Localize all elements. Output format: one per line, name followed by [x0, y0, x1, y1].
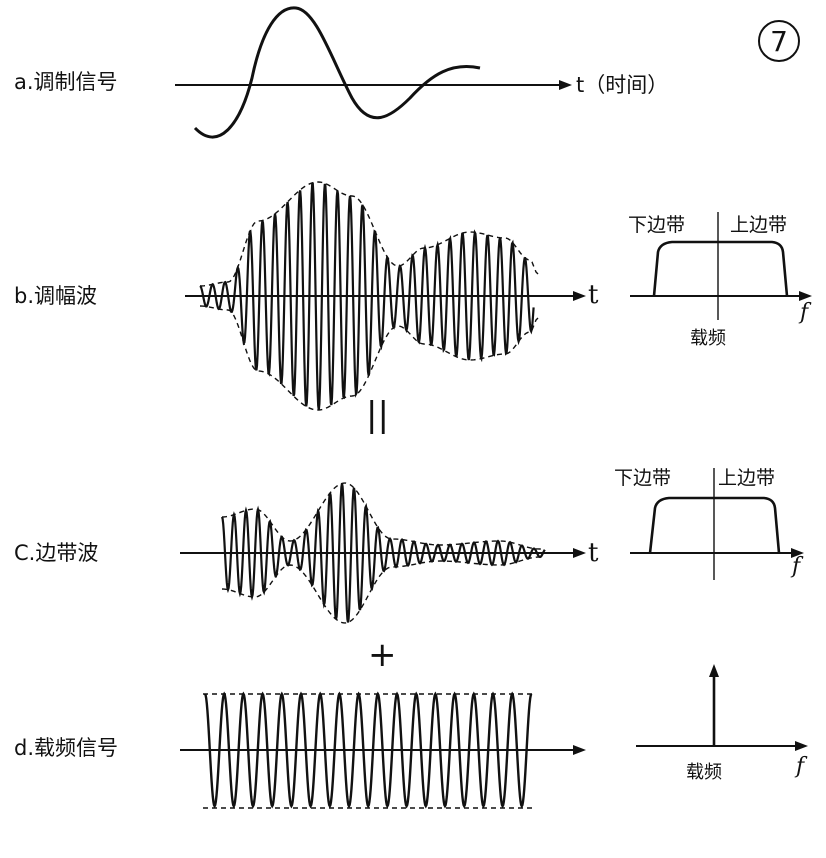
modulating-signal-curve	[193, 6, 481, 139]
row-c-time-axis-arrow	[573, 548, 586, 558]
row-c-label: C.边带波	[14, 541, 99, 565]
spectrum-c-lower-band-label: 下边带	[614, 467, 672, 489]
sideband-wave-upper-envelope	[221, 482, 544, 550]
spectrum-c-frequency-axis-label: f	[792, 554, 801, 579]
spectrum-c-sidebands	[648, 496, 781, 554]
row-d-time-axis-arrow	[573, 745, 586, 755]
carrier-signal-curve	[203, 691, 533, 809]
spectrum-c-frequency-axis-arrow	[791, 548, 804, 558]
row-b-time-axis-label: t	[588, 280, 599, 310]
figure-number-badge: 7	[758, 20, 800, 62]
row-a-time-axis-label: t（时间）	[576, 73, 669, 97]
plus-operator: +	[368, 635, 397, 675]
spectrum-b-lower-band-label: 下边带	[628, 214, 686, 236]
sideband-wave-curve	[220, 483, 546, 623]
am-wave-curve	[199, 182, 535, 411]
spectrum-d-frequency-axis-arrow	[795, 741, 808, 751]
row-d-label: d.载频信号	[14, 736, 119, 760]
row-a-label: a.调制信号	[14, 70, 118, 94]
row-a-time-axis-arrow	[559, 80, 572, 90]
row-c-time-axis-label: t	[588, 538, 599, 568]
spectrum-d-carrier-spike-arrow	[709, 664, 719, 677]
figure-number: 7	[770, 24, 788, 58]
equals-operator: ||	[366, 395, 389, 435]
spectrum-b-frequency-axis-label: f	[800, 300, 809, 325]
spectrum-b-carrier-label: 载频	[690, 328, 726, 349]
row-b-time-axis-arrow	[573, 291, 586, 301]
row-b-label: b.调幅波	[14, 284, 98, 308]
am-wave-upper-envelope	[199, 181, 539, 287]
spectrum-b-sidebands	[652, 240, 789, 297]
spectrum-d-frequency-axis-label: f	[796, 754, 805, 779]
spectrum-b-frequency-axis-arrow	[799, 291, 812, 301]
spectrum-b-upper-band-label: 上边带	[730, 214, 788, 236]
spectrum-d-carrier-label: 载频	[686, 762, 722, 783]
spectrum-c-upper-band-label: 上边带	[718, 467, 776, 489]
